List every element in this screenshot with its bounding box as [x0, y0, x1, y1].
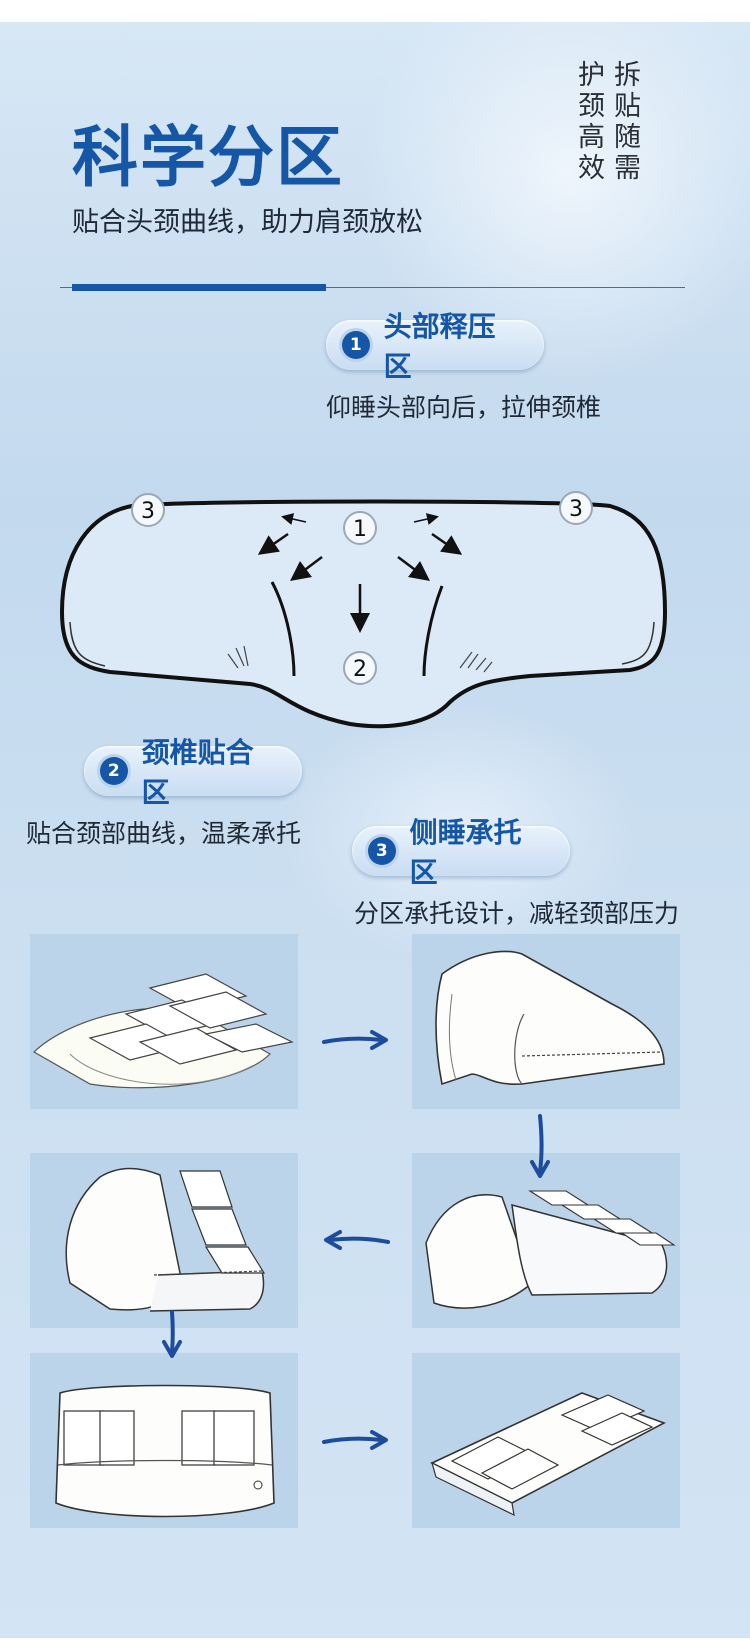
zone-3-badge: 3 侧睡承托区: [352, 816, 570, 889]
pressure-arrow: [257, 532, 289, 555]
zone-number: 2: [100, 757, 128, 785]
zone-3-description: 分区承托设计，减轻颈部压力: [354, 899, 680, 928]
slogan-char: 贴: [614, 91, 641, 122]
pressure-arrow: [431, 532, 463, 555]
pillow-inserts-angled-view-illustration: [430, 1392, 666, 1517]
zone-marker-3-right: 3: [559, 491, 593, 525]
slogan-char: 拆: [614, 60, 641, 91]
zone-label: 头部释压区: [383, 310, 496, 383]
step-4-panel: [30, 1153, 298, 1328]
zone-label: 颈椎贴合区: [141, 736, 254, 809]
pressure-arrow: [413, 513, 439, 525]
zone-2-description: 贴合颈部曲线，温柔承托: [26, 819, 302, 848]
head-zone-boundary-right: [422, 585, 444, 677]
slogan-char: 颈: [578, 91, 605, 122]
flow-arrow-left-icon: [324, 1230, 390, 1250]
flow-arrow-right-icon: [322, 1430, 388, 1450]
pillow-inserts-front-view-illustration: [65, 1167, 266, 1312]
zone-marker-3-left: 3: [131, 493, 165, 527]
step-6-panel: [412, 1353, 680, 1528]
zone-marker-1: 1: [343, 511, 377, 545]
zone-label: 侧睡承托区: [409, 816, 522, 889]
zone-marker-label: 3: [569, 497, 583, 522]
page-subtitle: 贴合头颈曲线，助力肩颈放松: [72, 207, 423, 238]
section-divider: [60, 287, 685, 288]
vertical-slogan-right: 拆 贴 随 需: [614, 60, 641, 184]
flow-arrow-down-icon: [162, 1310, 182, 1358]
zone-number: 3: [368, 837, 396, 865]
pillow-inserts-removed-illustration: [32, 973, 294, 1089]
pressure-arrow: [397, 556, 430, 581]
zone-number: 1: [342, 331, 370, 359]
slogan-char: 需: [614, 153, 641, 184]
slogan-char: 护: [578, 60, 605, 91]
zone-marker-label: 3: [141, 499, 155, 524]
step-2-panel: [412, 934, 680, 1109]
pillow-inserts-front-view-illustration: [55, 1384, 275, 1518]
pillow-cover-opened-illustration: [435, 950, 665, 1086]
pillow-inserts-arranged-illustration: [425, 1190, 676, 1309]
flow-arrow-right-icon: [322, 1030, 388, 1050]
pressure-arrow: [290, 556, 323, 581]
zone-marker-2: 2: [343, 651, 377, 685]
slogan-char: 高: [578, 122, 605, 153]
zone-marker-label: 2: [353, 657, 367, 682]
step-5-panel: [30, 1353, 298, 1528]
section-divider-accent: [72, 284, 326, 291]
head-zone-boundary-left: [270, 581, 296, 677]
flow-arrow-down-icon: [530, 1114, 550, 1178]
slogan-char: 随: [614, 122, 641, 153]
zone-1-description: 仰睡头部向后，拉伸颈椎: [326, 393, 602, 422]
vertical-slogan-left: 护 颈 高 效: [578, 60, 605, 184]
pillow-zone-diagram: 1 2 3 3: [59, 491, 668, 729]
zone-1-badge: 1 头部释压区: [326, 310, 544, 383]
step-1-panel: [30, 934, 298, 1109]
pressure-arrow: [281, 513, 307, 525]
zone-marker-label: 1: [353, 517, 367, 542]
page-title: 科学分区: [72, 119, 344, 196]
zone-2-badge: 2 颈椎贴合区: [84, 736, 302, 809]
page-background: 科学分区 贴合头颈曲线，助力肩颈放松 护 颈 高 效 拆 贴 随 需 1 头部释…: [0, 22, 750, 1638]
step-3-panel: [412, 1153, 680, 1328]
slogan-char: 效: [578, 153, 605, 184]
